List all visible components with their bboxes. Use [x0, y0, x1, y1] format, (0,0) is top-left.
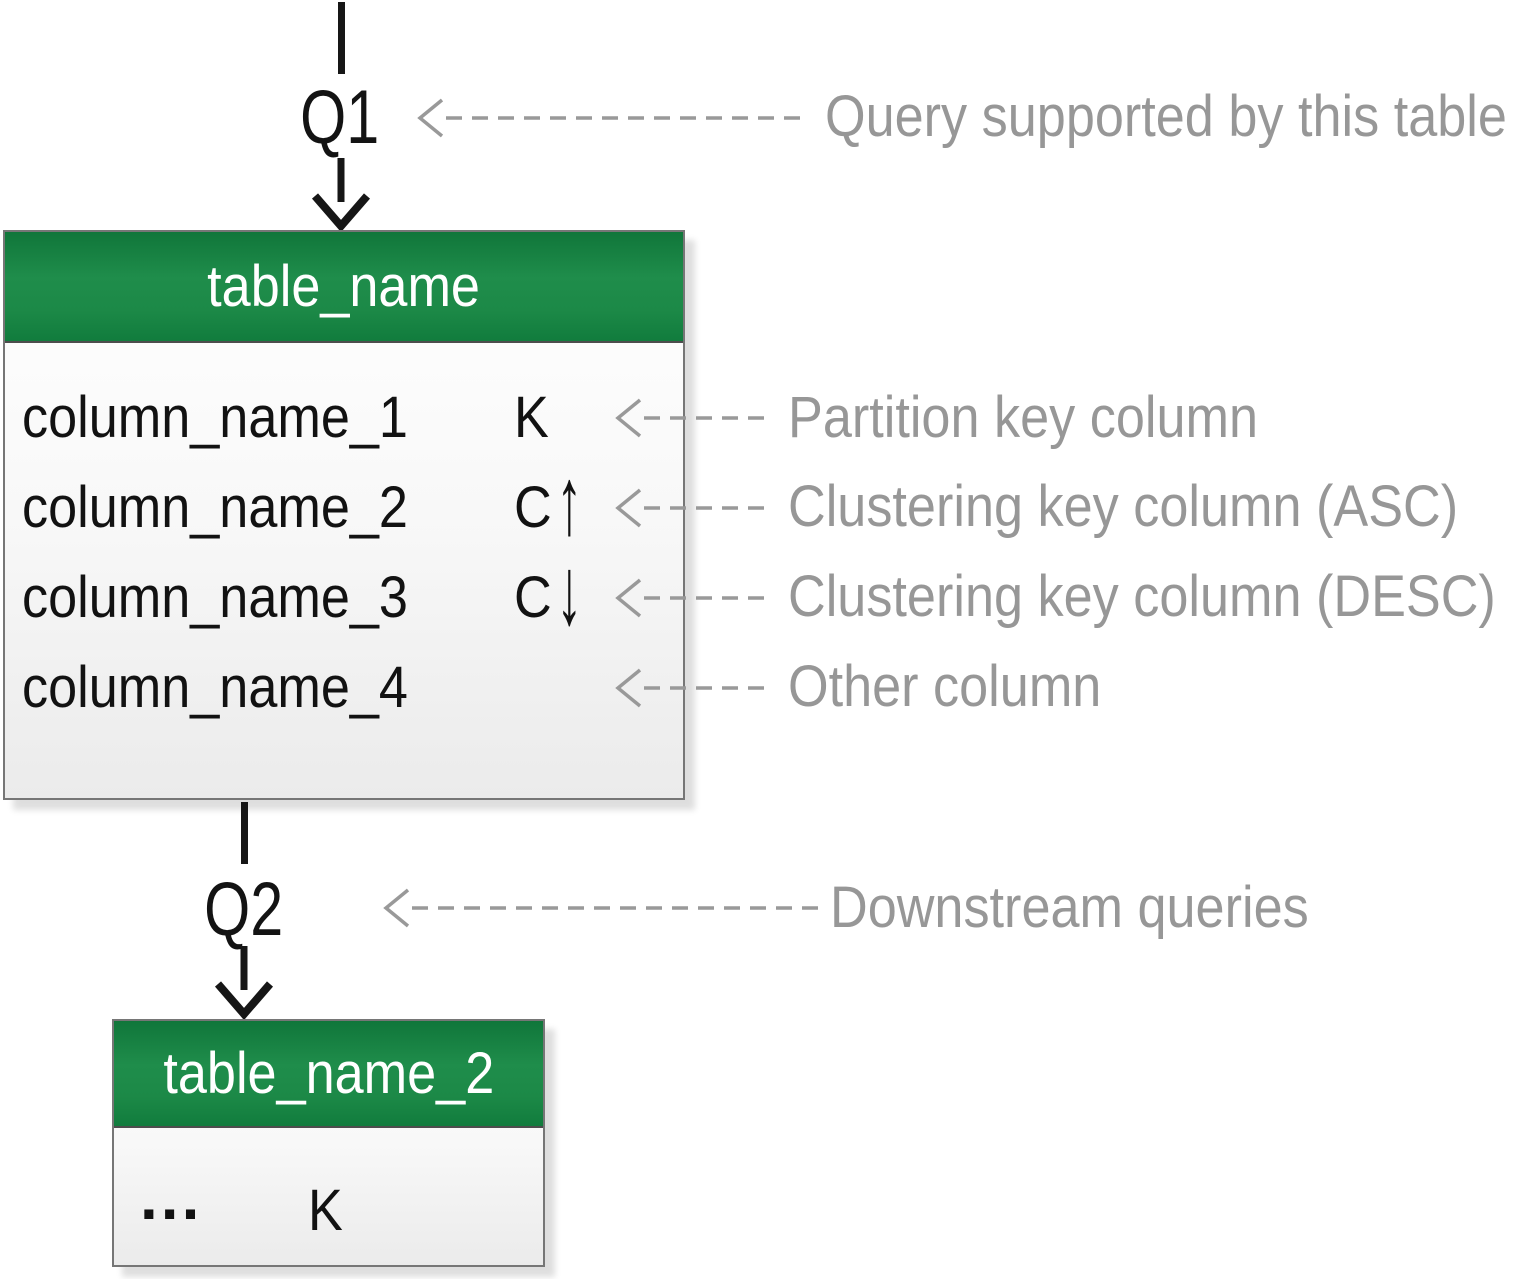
other-column-annotation-arrow	[615, 668, 766, 708]
table-2-header: table_name_2	[114, 1021, 543, 1128]
partition-key-annotation-arrow	[615, 398, 766, 438]
q1-flow-arrow	[311, 158, 371, 233]
clustering-key-asc-symbol: C↑	[514, 448, 590, 555]
clustering-asc-annotation: Clustering key column (ASC)	[788, 474, 1459, 539]
other-column-annotation: Other column	[788, 654, 1102, 719]
clustering-desc-annotation-arrow	[615, 578, 766, 618]
table-row: column_name_2	[22, 475, 408, 540]
clustering-asc-annotation-arrow	[615, 488, 766, 528]
arrow-up-icon: ↑	[556, 447, 583, 555]
q2-label: Q2	[159, 872, 329, 948]
partition-key-annotation: Partition key column	[788, 385, 1259, 450]
table-2-title: table_name_2	[163, 1041, 494, 1106]
q2-label-text: Q2	[204, 867, 284, 952]
q1-incoming-line	[338, 2, 345, 74]
table-row: ...	[140, 1161, 202, 1259]
q1-annotation-arrow	[417, 98, 808, 138]
table-1-header: table_name	[5, 232, 683, 343]
q2-annotation: Downstream queries	[830, 875, 1309, 940]
q1-annotation: Query supported by this table	[825, 84, 1507, 149]
q2-flow-arrow	[214, 946, 274, 1021]
table-2: table_name_2 ... K	[112, 1019, 545, 1267]
q1-label: Q1	[255, 80, 425, 156]
clustering-key-desc-symbol: C↓	[514, 538, 590, 645]
q2-annotation-arrow	[383, 888, 818, 928]
partition-key-symbol: K	[308, 1178, 343, 1243]
table-row: column_name_1	[22, 385, 408, 450]
table-row: column_name_3	[22, 565, 408, 630]
table-1-title: table_name	[207, 254, 481, 319]
clustering-desc-annotation: Clustering key column (DESC)	[788, 564, 1496, 629]
q1-label-text: Q1	[300, 75, 380, 160]
arrow-down-icon: ↓	[556, 537, 583, 645]
ellipsis-columns: ...	[140, 1161, 203, 1233]
partition-key-symbol: K	[514, 385, 549, 450]
table-row: column_name_4	[22, 655, 408, 720]
q2-incoming-line	[241, 802, 248, 864]
table-1: table_name column_name_1 K column_name_2…	[3, 230, 685, 800]
